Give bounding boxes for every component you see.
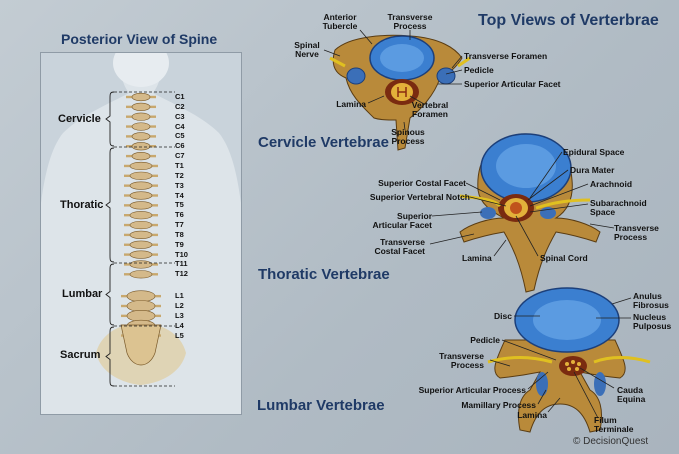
region-cervicle-label: Cervicle bbox=[58, 113, 101, 125]
label-mamillary-process: Mamillary Process bbox=[461, 400, 536, 410]
spine-vertebra-c2 bbox=[131, 102, 151, 111]
spine-vertebra-t9 bbox=[129, 240, 153, 249]
vertebra-label-t10: T10 bbox=[175, 249, 188, 259]
spine-vertebra-t10 bbox=[129, 250, 153, 259]
label-arachnoid: Arachnoid bbox=[590, 179, 633, 189]
label-lumb-lamina: Lamina bbox=[517, 410, 547, 420]
lumbar-vertebra bbox=[487, 287, 651, 433]
region-bracket-1 bbox=[105, 147, 115, 263]
vertebra-label-c1: C1 bbox=[175, 92, 185, 101]
top-views-title: Top Views of Verterbrae bbox=[478, 12, 659, 29]
label-epidural-space: Epidural Space bbox=[563, 147, 625, 157]
label-spinal-cord: Spinal Cord bbox=[540, 253, 588, 263]
label-lumb-pedicle: Pedicle bbox=[470, 335, 500, 345]
label-thor-superior-articular-facet: Superior Articular Facet bbox=[372, 211, 432, 230]
vertebra-label-c4: C4 bbox=[175, 121, 185, 131]
label-thor-lamina: Lamina bbox=[462, 253, 492, 263]
posterior-spine-panel bbox=[40, 52, 242, 415]
vertebra-label-c3: C3 bbox=[175, 111, 185, 121]
vertebra-label-t9: T9 bbox=[175, 239, 184, 249]
vertebra-label-c2: C2 bbox=[175, 101, 185, 111]
cervicle-vertebrae-title: Cervicle Vertebrae bbox=[258, 134, 389, 151]
region-bracket-0 bbox=[105, 91, 115, 147]
spine-vertebra-t4 bbox=[129, 191, 153, 200]
vertebra-label-l4: L4 bbox=[175, 320, 184, 330]
label-anterior-tubercle: Anterior Tubercle bbox=[322, 12, 358, 31]
vertebra-label-t3: T3 bbox=[175, 180, 184, 190]
spine-vertebra-t5 bbox=[129, 201, 153, 210]
vertebra-label-c5: C5 bbox=[175, 131, 185, 141]
label-spinous-process: Spinous Process bbox=[391, 127, 425, 146]
vertebra-label-l1: L1 bbox=[175, 291, 184, 301]
region-bracket-2 bbox=[105, 263, 115, 326]
vertebra-label-t6: T6 bbox=[175, 210, 184, 220]
label-disc: Disc bbox=[494, 311, 512, 321]
label-cerv-transverse-process: Transverse Process bbox=[387, 12, 433, 31]
label-anulus-fibrosus: Anulus Fibrosus bbox=[633, 291, 669, 310]
spine-vertebra-t7 bbox=[129, 220, 153, 230]
region-lumbar-label: Lumbar bbox=[62, 288, 103, 300]
label-dura-mater: Dura Mater bbox=[570, 165, 615, 175]
vertebra-label-t11: T11 bbox=[175, 259, 188, 269]
label-subarachnoid-space: Subarachnoid Space bbox=[590, 198, 647, 217]
label-filum-terminale: Filum Terminale bbox=[594, 415, 634, 434]
label-transverse-costal-facet: Transverse Costal Facet bbox=[374, 237, 425, 256]
vertebra-label-l3: L3 bbox=[175, 310, 184, 320]
spine-vertebra-c6 bbox=[131, 142, 151, 151]
vertebra-label-t8: T8 bbox=[175, 229, 184, 239]
thoratic-vertebrae-title: Thoratic Vertebrae bbox=[258, 266, 390, 283]
region-sacrum-label: Sacrum bbox=[60, 349, 101, 361]
spine-vertebra-c7 bbox=[131, 151, 151, 161]
spine-column bbox=[120, 92, 162, 366]
vertebra-label-t1: T1 bbox=[175, 160, 184, 170]
spine-vertebra-t3 bbox=[129, 181, 153, 190]
vertebra-label-l5: L5 bbox=[175, 330, 184, 340]
label-superior-articular-process: Superior Articular Process bbox=[418, 385, 526, 395]
vertebra-label-c6: C6 bbox=[175, 141, 185, 151]
vertebra-label-t12: T12 bbox=[175, 269, 188, 279]
region-thoratic-label: Thoratic bbox=[60, 199, 104, 211]
label-cerv-superior-articular-facet: Superior Articular Facet bbox=[464, 79, 561, 89]
spine-vertebra-t2 bbox=[129, 171, 153, 180]
spine-vertebra-c4 bbox=[131, 122, 151, 131]
vertebra-label-t2: T2 bbox=[175, 170, 184, 180]
spine-sacrum bbox=[120, 324, 162, 366]
spine-vertebra-t8 bbox=[129, 230, 153, 239]
posterior-view-title: Posterior View of Spine bbox=[61, 31, 218, 47]
vertebra-label-l2: L2 bbox=[175, 301, 184, 310]
label-lumb-transverse-process: Transverse Process bbox=[439, 351, 484, 370]
vertebra-label-t5: T5 bbox=[175, 200, 184, 210]
label-cerv-pedicle: Pedicle bbox=[464, 65, 494, 75]
credit-text: © DecisionQuest bbox=[573, 436, 649, 447]
label-vertebral-foramen: Vertebral Foramen bbox=[411, 100, 449, 119]
label-superior-vertebral-notch: Superior Vertebral Notch bbox=[369, 192, 470, 202]
spine-vertebra-t1 bbox=[129, 161, 153, 171]
label-nucleus-pulposus: Nucleus Pulposus bbox=[633, 312, 672, 331]
thoracic-vertebra bbox=[459, 133, 601, 293]
label-superior-costal-facet: Superior Costal Facet bbox=[378, 178, 466, 188]
region-bracket-3 bbox=[105, 326, 115, 387]
spine-vertebra-c1 bbox=[131, 92, 151, 102]
spine-vertebra-t6 bbox=[129, 211, 153, 220]
spine-vertebra-t12 bbox=[129, 270, 153, 279]
vertebra-label-t7: T7 bbox=[175, 220, 184, 230]
leader-lines bbox=[323, 29, 632, 419]
cervical-vertebra bbox=[329, 34, 471, 151]
spine-vertebra-t11 bbox=[129, 260, 153, 269]
vertebra-label-c7: C7 bbox=[175, 151, 185, 161]
label-cauda-equina: Cauda Equina bbox=[617, 385, 646, 404]
label-transverse-foramen: Transverse Foramen bbox=[464, 51, 548, 61]
label-thor-transverse-process: Transverse Process bbox=[614, 223, 659, 242]
vertebra-label-t4: T4 bbox=[175, 190, 184, 200]
label-cerv-lamina: Lamina bbox=[336, 99, 366, 109]
label-spinal-nerve: Spinal Nerve bbox=[294, 40, 320, 59]
spine-vertebra-c3 bbox=[131, 112, 151, 121]
spine-vertebra-c5 bbox=[131, 132, 151, 141]
lumbar-vertebrae-title: Lumbar Vertebrae bbox=[257, 397, 385, 414]
